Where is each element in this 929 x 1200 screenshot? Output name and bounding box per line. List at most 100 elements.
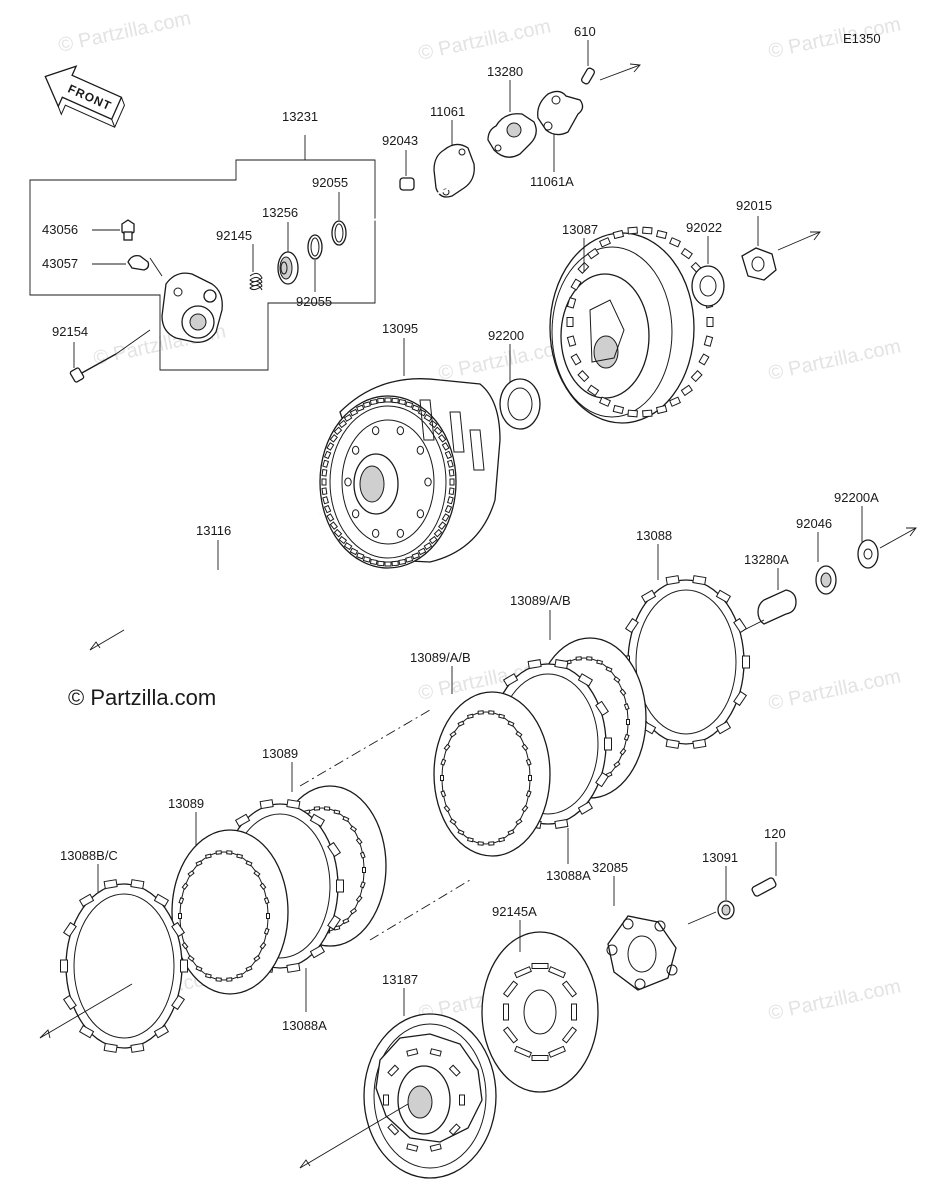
part-label-43056[interactable]: 43056 xyxy=(42,222,78,237)
plate-tooth xyxy=(245,965,253,972)
gear-tooth xyxy=(448,487,455,496)
part-label-92015[interactable]: 92015 xyxy=(736,198,772,213)
plate-tooth xyxy=(440,775,444,781)
spring-slot xyxy=(561,1026,578,1044)
gear-tooth xyxy=(441,442,450,451)
plate-tooth xyxy=(263,927,270,935)
plate-tooth xyxy=(215,977,222,982)
part-label-13091[interactable]: 13091 xyxy=(702,850,738,865)
part-label-13089-lower[interactable]: 13089 xyxy=(262,746,298,761)
gear-tooth xyxy=(698,353,710,366)
part-label-92055-upper[interactable]: 92055 xyxy=(312,175,348,190)
part-label-92145[interactable]: 92145 xyxy=(216,228,252,243)
part-label-92046[interactable]: 92046 xyxy=(796,516,832,531)
part-label-13280[interactable]: 13280 xyxy=(487,64,523,79)
spring-slot xyxy=(531,1055,549,1061)
gear-tooth xyxy=(326,442,335,451)
gear-tooth xyxy=(323,450,332,460)
plate-tooth xyxy=(613,676,621,683)
gear-tooth xyxy=(612,229,625,240)
part-label-92200A[interactable]: 92200A xyxy=(834,490,879,505)
gear-tooth xyxy=(322,496,329,505)
part-label-13116[interactable]: 13116 xyxy=(196,523,231,538)
plate-tooth xyxy=(525,758,532,766)
friction-tab xyxy=(259,799,274,810)
part-label-32085[interactable]: 32085 xyxy=(592,860,628,875)
part-label-13280A[interactable]: 13280A xyxy=(744,552,789,567)
plate-tooth xyxy=(359,881,366,889)
gear-tooth xyxy=(447,496,454,505)
friction-tab xyxy=(554,659,569,670)
part-label-92043[interactable]: 92043 xyxy=(382,133,418,148)
gear-tooth xyxy=(448,468,455,477)
spring-slot xyxy=(502,1026,519,1044)
plate-tooth xyxy=(349,907,358,915)
plate-tooth xyxy=(342,815,350,823)
part-label-92200[interactable]: 92200 xyxy=(488,328,524,343)
part-label-13256[interactable]: 13256 xyxy=(262,205,298,220)
hub-spoke xyxy=(448,1123,461,1136)
part-label-92145A[interactable]: 92145A xyxy=(492,904,537,919)
gear-tooth xyxy=(642,226,653,235)
plate-tooth xyxy=(362,867,366,873)
gear-tooth xyxy=(703,335,714,347)
plate-tooth xyxy=(355,895,363,903)
gear-tooth xyxy=(343,542,353,551)
gear-tooth xyxy=(438,521,447,530)
gear-tooth xyxy=(577,261,590,274)
plate-tooth xyxy=(521,743,529,751)
part-label-13095[interactable]: 13095 xyxy=(382,321,418,336)
gear-tooth xyxy=(329,434,338,443)
part-label-610[interactable]: 610 xyxy=(574,24,596,39)
plate-tooth xyxy=(477,841,484,846)
gear-tooth xyxy=(599,396,611,407)
gear-tooth xyxy=(349,408,359,417)
friction-tab xyxy=(286,799,301,810)
gear-tooth xyxy=(690,370,703,383)
part-label-92055-lower[interactable]: 92055 xyxy=(296,294,332,309)
friction-tab xyxy=(733,690,748,707)
gear-tooth xyxy=(655,404,668,415)
plate-tooth xyxy=(259,882,267,890)
plate-tooth xyxy=(515,730,523,738)
plate-tooth xyxy=(440,758,447,766)
gear-tooth xyxy=(444,450,453,460)
friction-tab xyxy=(234,813,251,828)
hub-spoke xyxy=(387,1064,400,1077)
hub-spoke xyxy=(387,1123,400,1136)
part-label-13088[interactable]: 13088 xyxy=(636,528,672,543)
part-label-92022[interactable]: 92022 xyxy=(686,220,722,235)
part-label-13089-lowest[interactable]: 13089 xyxy=(168,796,204,811)
plate-tooth xyxy=(323,806,331,811)
gear-tooth xyxy=(669,237,681,248)
plate-tooth xyxy=(498,713,506,719)
spring-slot xyxy=(561,980,578,998)
part-label-13088A-lower[interactable]: 13088A xyxy=(282,1018,327,1033)
part-label-13087[interactable]: 13087 xyxy=(562,222,598,237)
housing-hole xyxy=(371,528,380,538)
plate-tooth xyxy=(204,973,212,979)
housing-hole xyxy=(424,477,432,487)
gear-tooth xyxy=(369,558,378,566)
plate-tooth xyxy=(605,666,613,673)
part-label-92154[interactable]: 92154 xyxy=(52,324,88,339)
part-label-13088BC[interactable]: 13088B/C xyxy=(60,848,118,863)
part-label-13088A-upper[interactable]: 13088A xyxy=(546,868,591,883)
friction-tab xyxy=(665,575,680,586)
friction-tab xyxy=(742,655,750,669)
part-label-13187[interactable]: 13187 xyxy=(382,972,418,987)
part-label-13089AB-upper[interactable]: 13089/A/B xyxy=(510,593,571,608)
part-label-11061[interactable]: 11061 xyxy=(430,104,465,119)
part-label-43057[interactable]: 43057 xyxy=(42,256,78,271)
gear-tooth xyxy=(587,384,600,397)
gear-tooth xyxy=(391,397,399,404)
watermark: © Partzilla.com xyxy=(416,15,552,65)
gear-tooth xyxy=(612,404,625,415)
gear-tooth xyxy=(680,384,693,397)
part-label-120[interactable]: 120 xyxy=(764,826,786,841)
part-label-13231[interactable]: 13231 xyxy=(282,109,318,124)
plate-tooth xyxy=(477,710,484,715)
part-label-11061A[interactable]: 11061A xyxy=(530,174,574,189)
part-label-13089AB-middle[interactable]: 13089/A/B xyxy=(410,650,471,665)
plate-tooth xyxy=(623,733,630,741)
